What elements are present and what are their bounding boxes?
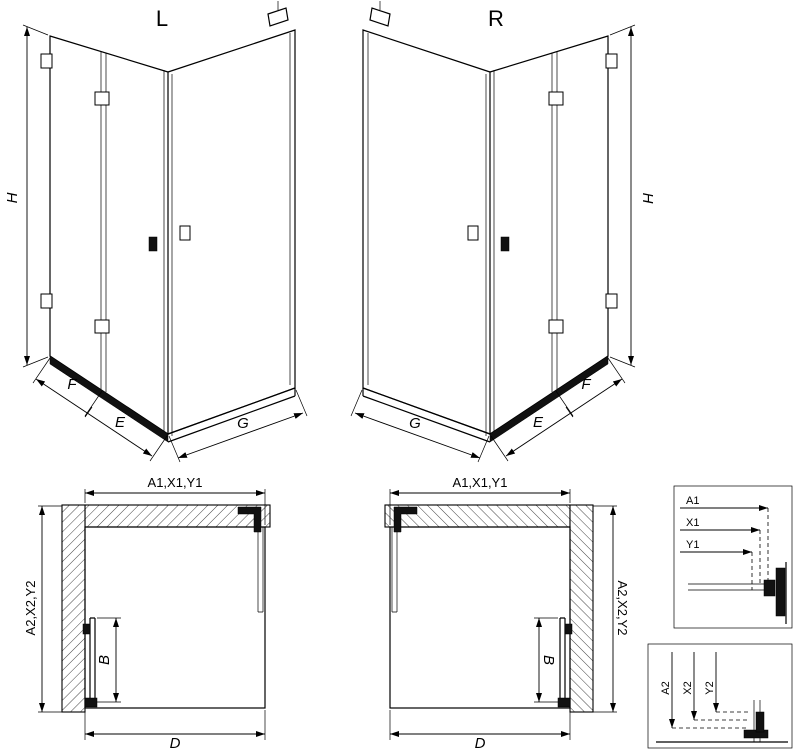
plan-left-geometry [38, 489, 270, 740]
dim-label-g-left: G [237, 415, 249, 432]
detail-label-x2: X2 [682, 681, 694, 694]
plan-left-width-dim-label: D [170, 735, 181, 752]
dim-label-g-right: G [409, 415, 421, 432]
plan-right-drawing: A1,X1,Y1 A2,X2,Y2 B D [385, 475, 630, 752]
plan-right-top-dim-label: A1,X1,Y1 [453, 475, 508, 490]
plan-right-door-dim-label: B [540, 655, 557, 665]
detail-top-box [673, 485, 793, 629]
detail-label-a2: A2 [660, 681, 672, 694]
dim-label-e-left: E [115, 414, 126, 431]
dim-label-h-left: H [4, 192, 21, 203]
wall-profile-section [775, 567, 786, 617]
detail-label-x1: X1 [686, 517, 699, 529]
plan-right-side-dim-label: A2,X2,Y2 [615, 581, 630, 636]
plan-left-top-dim-label: A1,X1,Y1 [148, 475, 203, 490]
iso-left-title: L [156, 6, 168, 31]
detail-vertical-adjustment: A2 X2 Y2 [647, 643, 793, 749]
dim-label-h-right: H [639, 193, 656, 204]
detail-label-y2: Y2 [704, 681, 716, 694]
detail-label-y1: Y1 [686, 539, 699, 551]
dim-label-e-right: E [533, 414, 544, 431]
plan-left-drawing: A1,X1,Y1 A2,X2,Y2 B D [23, 475, 270, 752]
iso-right-title: R [488, 6, 504, 31]
plan-left-side-dim-label: A2,X2,Y2 [23, 581, 38, 636]
glass-section-lines [688, 583, 774, 591]
dim-label-f-right: F [581, 376, 591, 393]
detail-bottom-box [647, 643, 793, 749]
iso-left-geometry [23, 1, 307, 462]
plan-right-geometry [385, 489, 617, 740]
profile-clamp-section [763, 579, 776, 597]
iso-right-geometry [351, 1, 635, 462]
detail-label-a1: A1 [686, 495, 699, 507]
profile-clamp-section-vertical [755, 711, 765, 733]
plan-right-width-dim-label: D [475, 735, 486, 752]
iso-right-drawing: R H F E G [351, 1, 656, 462]
detail-horizontal-adjustment: A1 X1 Y1 [673, 485, 793, 629]
plan-left-door-dim-label: B [96, 655, 113, 665]
dim-label-f-left: F [67, 376, 77, 393]
iso-left-drawing: L H F E G [4, 1, 307, 462]
